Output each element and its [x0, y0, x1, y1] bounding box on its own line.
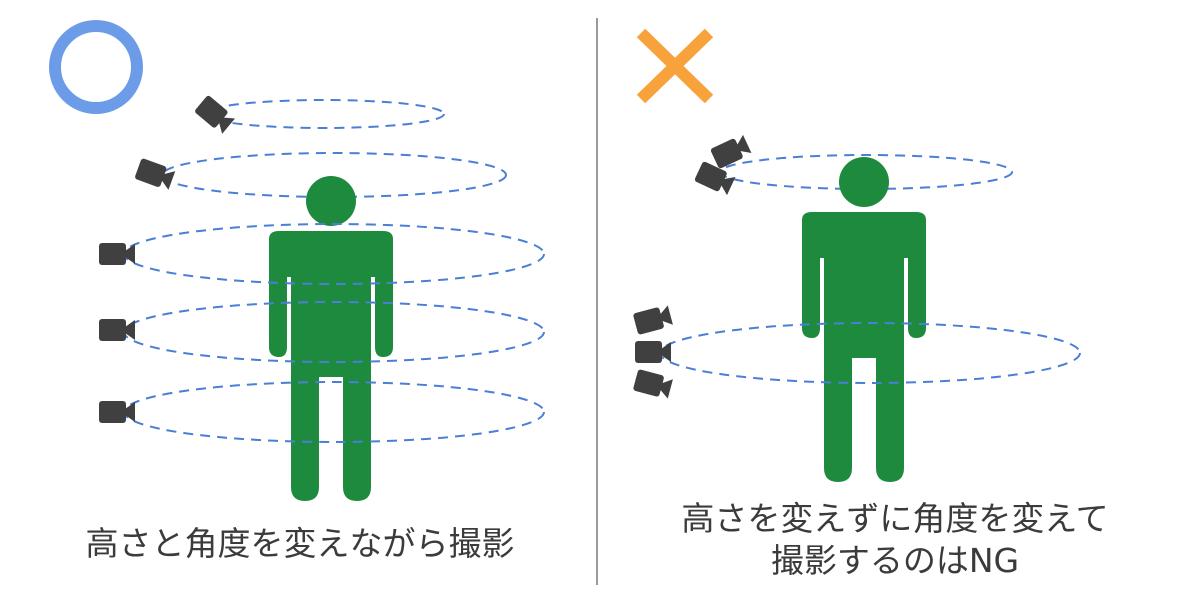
camera-icons-right [632, 134, 752, 400]
camera-icon [99, 319, 135, 341]
camera-icon [632, 368, 674, 400]
camera-icon [635, 341, 671, 363]
camera-icons-left [99, 94, 236, 423]
caption-bad-line2: 撮影するのはNG [770, 541, 1020, 580]
caption-good-text: 高さと角度を変えながら撮影 [85, 524, 515, 563]
camera-icon [99, 243, 135, 265]
camera-icon [193, 94, 236, 135]
camera-icon [632, 304, 674, 336]
caption-bad-line1: 高さを変えずに角度を変えて [681, 499, 1109, 538]
person-figure [802, 157, 926, 482]
caption-bad: 高さを変えずに角度を変えて 撮影するのはNG [610, 498, 1180, 582]
cross-mark-icon [636, 28, 714, 104]
camera-icon [134, 157, 176, 191]
circle-mark-icon [49, 20, 143, 114]
caption-good: 高さと角度を変えながら撮影 [20, 523, 580, 565]
camera-icon [709, 134, 752, 170]
camera-icon [99, 401, 135, 423]
